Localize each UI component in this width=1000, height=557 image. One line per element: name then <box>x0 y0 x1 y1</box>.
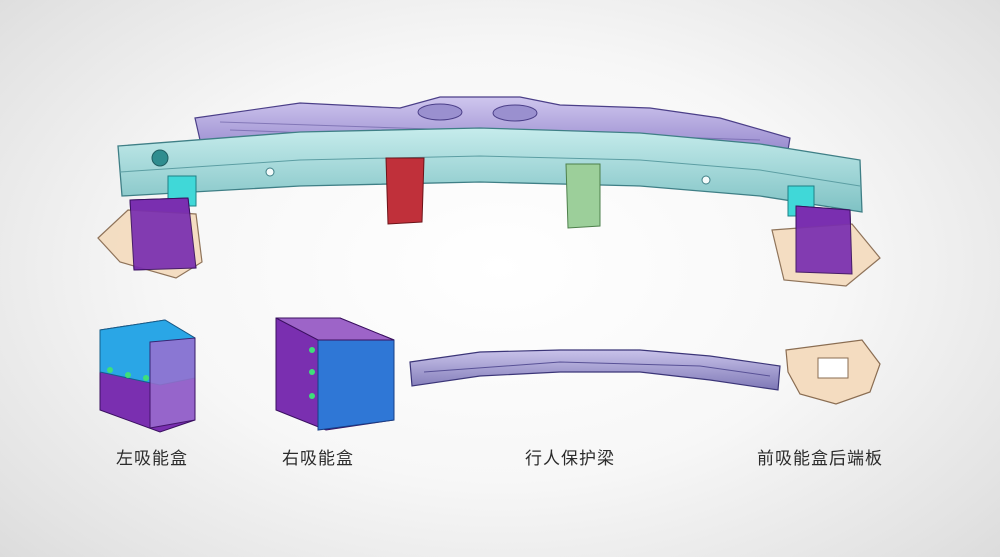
assembly-beam-bolt <box>151 149 169 167</box>
assembly-left-crash-box <box>129 197 197 271</box>
assembly-red-mount <box>385 157 425 225</box>
caption-left-crash-box: 左吸能盒 <box>116 449 188 469</box>
pedestrian-beam-ribs <box>423 361 771 377</box>
assembly-right-crash-box <box>795 205 853 275</box>
pedestrian-beam-part <box>409 349 781 391</box>
assembly-green-mount <box>565 163 601 229</box>
caption-rear-end-plate: 前吸能盒后端板 <box>757 449 883 469</box>
assembly-upper-beam-hole <box>417 103 463 121</box>
right-crash-box-part <box>275 317 395 431</box>
assembly-main-beam-hole <box>265 167 275 177</box>
caption-pedestrian-beam: 行人保护梁 <box>525 449 615 469</box>
assembly-main-beam-hole <box>701 175 711 185</box>
assembly-upper-beam-hole <box>492 104 538 122</box>
rear-end-plate-cutout <box>817 357 849 379</box>
caption-right-crash-box: 右吸能盒 <box>282 449 354 469</box>
assembly-main-beam-edge <box>119 155 861 187</box>
assembly-main-beam <box>117 127 863 213</box>
left-crash-box-part <box>99 319 196 433</box>
